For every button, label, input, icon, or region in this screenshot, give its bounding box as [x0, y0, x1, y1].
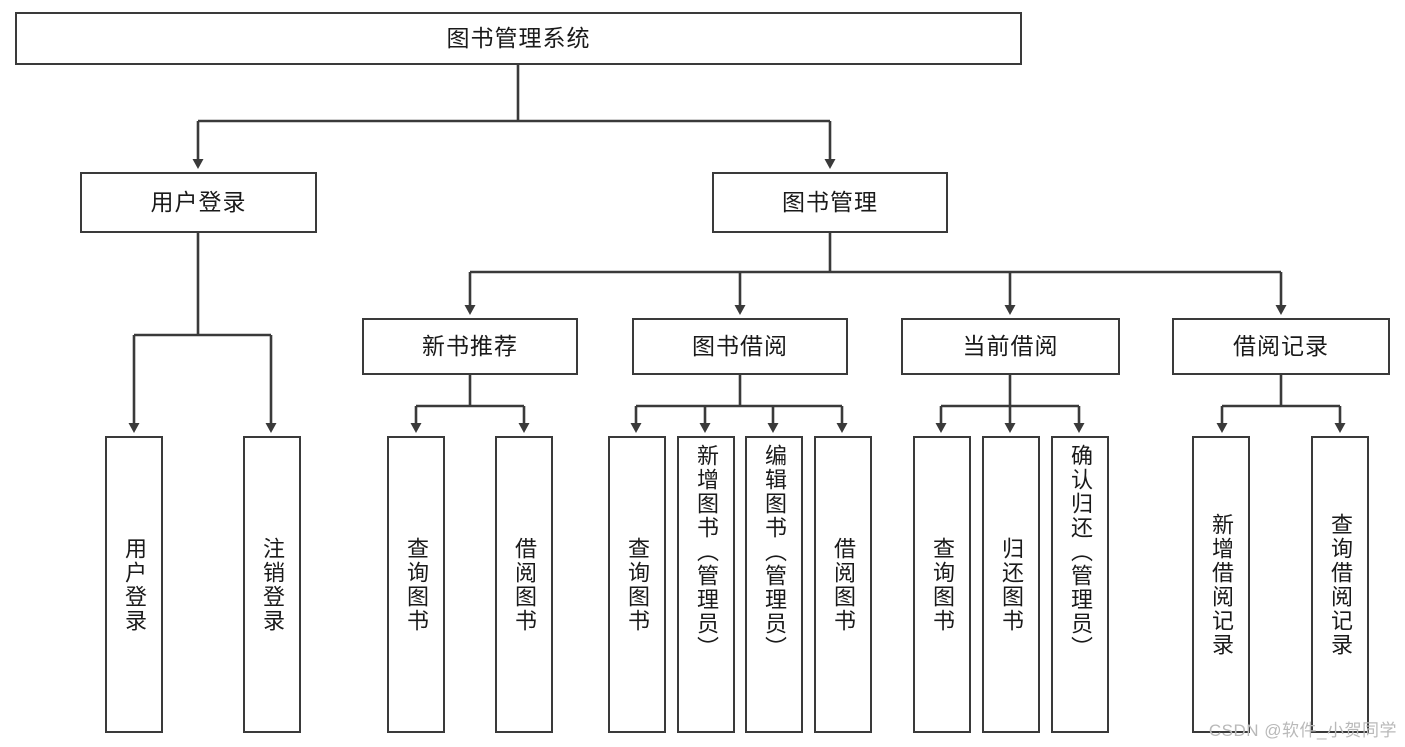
node-borrow-records[interactable]: 借阅记录	[1172, 318, 1390, 375]
csdn-watermark: CSDN @软件_小贺同学	[1208, 721, 1397, 740]
leaf-borrow-books-recommend-label: 借阅图书	[511, 536, 537, 633]
node-new-book-recommend[interactable]: 新书推荐	[362, 318, 578, 375]
leaf-query-books-recommend-label: 查询图书	[403, 536, 429, 633]
leaf-borrow-books-label: 借阅图书	[830, 536, 856, 633]
leaf-edit-book-admin[interactable]: 编辑图书（管理员）	[745, 436, 803, 733]
node-book-management[interactable]: 图书管理	[712, 172, 948, 233]
leaf-user-login-label: 用户登录	[121, 536, 147, 633]
node-root[interactable]: 图书管理系统	[15, 12, 1022, 65]
leaf-add-borrow-record-label: 新增借阅记录	[1208, 512, 1234, 657]
leaf-return-books-label: 归还图书	[998, 536, 1024, 633]
leaf-query-borrow-record[interactable]: 查询借阅记录	[1311, 436, 1369, 733]
node-new-book-recommend-label: 新书推荐	[422, 332, 518, 359]
leaf-logout-label: 注销登录	[259, 536, 285, 633]
leaf-edit-book-admin-label: 编辑图书（管理员）	[761, 444, 787, 660]
leaf-add-borrow-record[interactable]: 新增借阅记录	[1192, 436, 1250, 733]
leaf-borrow-books[interactable]: 借阅图书	[814, 436, 872, 733]
leaf-add-book-admin[interactable]: 新增图书（管理员）	[677, 436, 735, 733]
node-book-borrow-label: 图书借阅	[692, 332, 788, 359]
leaf-query-books-current-label: 查询图书	[929, 536, 955, 633]
leaf-confirm-return-admin[interactable]: 确认归还（管理员）	[1051, 436, 1109, 733]
leaf-add-book-admin-label: 新增图书（管理员）	[693, 444, 719, 660]
leaf-query-books-borrow-label: 查询图书	[624, 536, 650, 633]
leaf-query-books-current[interactable]: 查询图书	[913, 436, 971, 733]
leaf-borrow-books-recommend[interactable]: 借阅图书	[495, 436, 553, 733]
leaf-query-books-recommend[interactable]: 查询图书	[387, 436, 445, 733]
leaf-query-books-borrow[interactable]: 查询图书	[608, 436, 666, 733]
node-root-label: 图书管理系统	[446, 24, 591, 51]
node-user-login-label: 用户登录	[150, 188, 247, 215]
node-book-management-label: 图书管理	[782, 188, 878, 215]
node-user-login[interactable]: 用户登录	[80, 172, 317, 233]
leaf-user-login[interactable]: 用户登录	[105, 436, 163, 733]
node-book-borrow[interactable]: 图书借阅	[632, 318, 848, 375]
node-current-borrow-label: 当前借阅	[962, 332, 1059, 359]
node-current-borrow[interactable]: 当前借阅	[901, 318, 1120, 375]
leaf-confirm-return-admin-label: 确认归还（管理员）	[1067, 444, 1093, 660]
leaf-return-books[interactable]: 归还图书	[982, 436, 1040, 733]
node-borrow-records-label: 借阅记录	[1233, 332, 1329, 359]
leaf-logout[interactable]: 注销登录	[243, 436, 301, 733]
leaf-query-borrow-record-label: 查询借阅记录	[1327, 512, 1353, 657]
